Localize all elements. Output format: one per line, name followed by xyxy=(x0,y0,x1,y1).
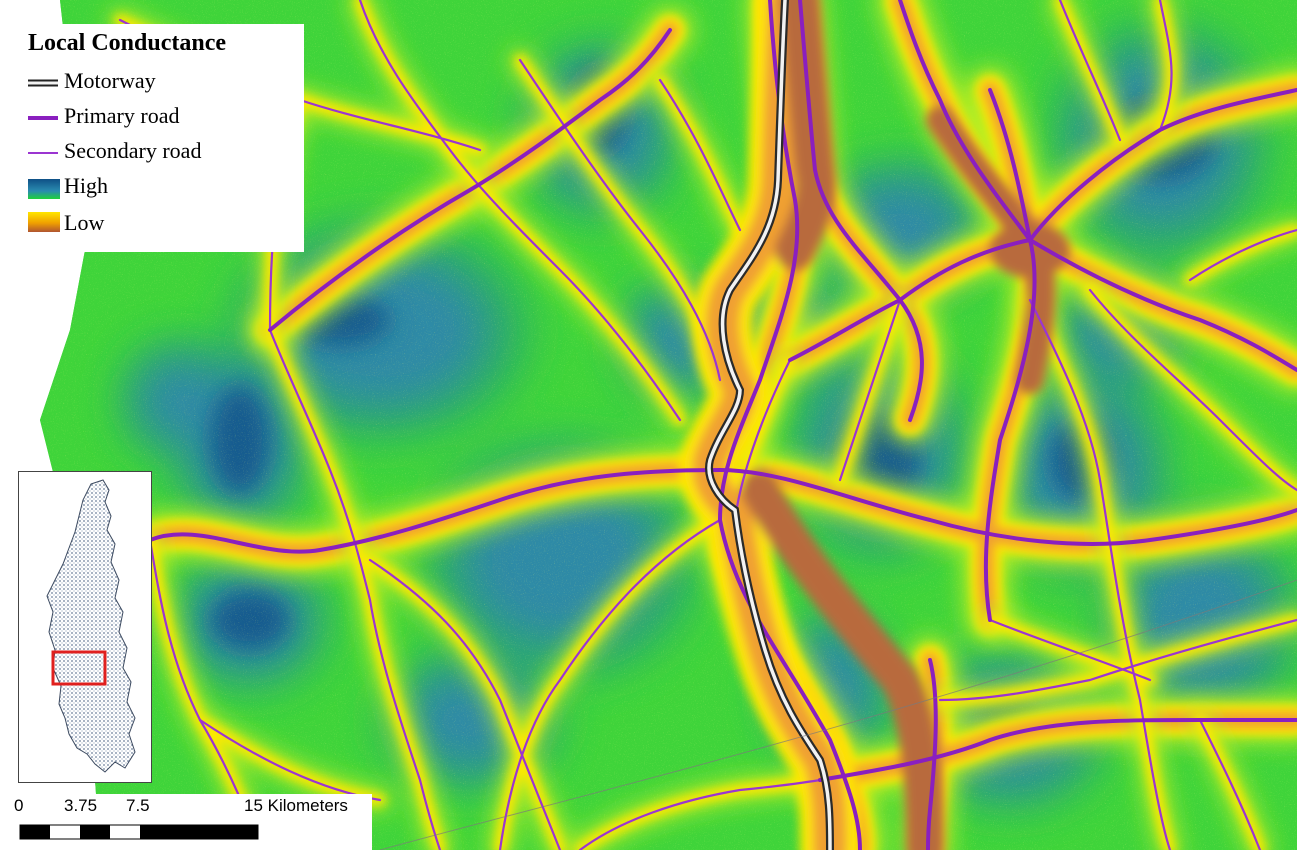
secondary-road xyxy=(578,778,822,850)
overview-inset-map[interactable] xyxy=(18,471,152,783)
scale-label-3-75: 3.75 xyxy=(64,796,98,815)
scale-bar: 0 3.75 7.5 15 Kilometers xyxy=(10,794,372,850)
secondary-road xyxy=(1198,718,1262,850)
secondary-road xyxy=(1058,0,1122,142)
high-gradient-swatch-icon xyxy=(28,179,60,199)
primary-road xyxy=(1028,238,1297,372)
map-legend: Local Conductance Motorway Primary road … xyxy=(18,24,304,252)
legend-label-high: High xyxy=(64,173,108,198)
secondary-road xyxy=(988,618,1152,682)
primary-road xyxy=(983,88,1037,622)
primary-road xyxy=(268,28,672,332)
scale-label-15-kilometers: 15 Kilometers xyxy=(244,796,348,815)
inset-extent-frame xyxy=(51,650,107,686)
secondary-road xyxy=(518,58,722,382)
secondary-road xyxy=(268,328,442,850)
primary-road xyxy=(788,238,1032,362)
legend-item-motorway: Motorway xyxy=(26,68,302,98)
legend-label-secondary-road: Secondary road xyxy=(64,138,202,163)
scale-label-0: 0 xyxy=(14,796,24,815)
primary-road xyxy=(718,468,1297,546)
legend-label-low: Low xyxy=(64,210,105,235)
primary-road xyxy=(1028,88,1297,242)
scale-bar-graphic xyxy=(19,824,259,840)
legend-item-secondary-road: Secondary road xyxy=(26,138,302,168)
secondary-road xyxy=(838,298,902,482)
motorway-center xyxy=(707,0,832,850)
legend-title: Local Conductance xyxy=(28,30,226,56)
secondary-road xyxy=(733,358,792,522)
secondary-road xyxy=(368,558,562,850)
primary-road xyxy=(898,0,1032,242)
legend-label-motorway: Motorway xyxy=(64,68,156,93)
legend-item-high: High xyxy=(26,173,302,203)
secondary-road xyxy=(938,618,1297,702)
primary-road xyxy=(148,468,722,554)
secondary-road xyxy=(1028,298,1172,850)
secondary-road xyxy=(498,518,722,850)
low-gradient-swatch-icon xyxy=(28,212,60,232)
legend-item-primary-road: Primary road xyxy=(26,103,302,133)
secondary-road xyxy=(1158,0,1173,132)
inset-canvas xyxy=(46,479,136,773)
primary-road xyxy=(798,0,924,422)
motorway-line-icon xyxy=(28,79,58,87)
secondary-road xyxy=(658,78,742,232)
secondary-road-line-icon xyxy=(28,152,58,154)
legend-label-primary-road: Primary road xyxy=(64,103,180,128)
secondary-road xyxy=(1088,288,1297,492)
primary-road-line-icon xyxy=(28,116,58,120)
legend-item-low: Low xyxy=(26,210,302,240)
primary-road xyxy=(926,658,938,850)
primary-road xyxy=(818,717,1297,782)
inset-region-shape xyxy=(46,479,136,773)
road-network xyxy=(118,0,1297,850)
rail-line xyxy=(379,579,1297,850)
scale-label-7-5: 7.5 xyxy=(126,796,150,815)
secondary-road xyxy=(1188,228,1297,282)
secondary-road xyxy=(358,0,682,422)
primary-road xyxy=(717,0,862,850)
